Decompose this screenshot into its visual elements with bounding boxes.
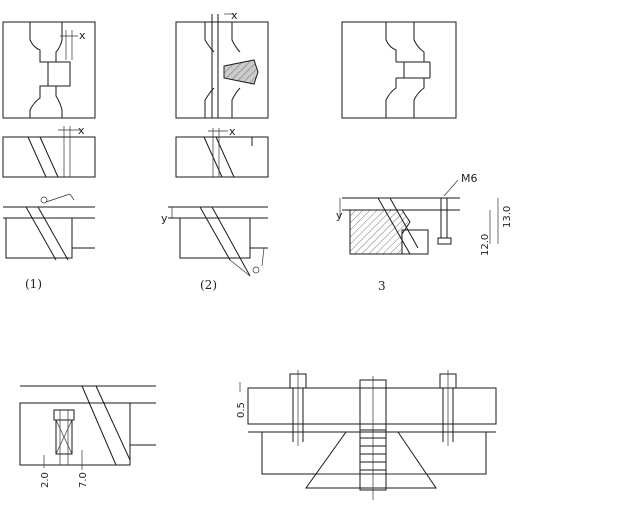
- dim-12-0: 12.0: [480, 234, 491, 256]
- dim-x-1: x: [79, 29, 86, 42]
- caption-step-3: 3: [378, 279, 386, 293]
- dim-2-0: 2.0: [40, 472, 51, 488]
- dim-0-5: 0.5: [236, 402, 247, 418]
- panel-1-bottom-view: [3, 193, 95, 261]
- dim-y-2: y: [336, 209, 343, 222]
- panel-2-middle-view: [175, 128, 269, 178]
- caption-step-1: (1): [25, 277, 42, 291]
- panel-3-top-view: [341, 21, 457, 119]
- caption-step-2: (2): [200, 278, 217, 292]
- dim-x-2: x: [78, 124, 85, 137]
- dim-thread-m6: M6: [461, 172, 478, 185]
- dim-y-1: y: [161, 212, 168, 225]
- panel-1-middle-view: [2, 126, 96, 178]
- panel-1-top-view: [2, 21, 96, 119]
- panel-3-section-view: [339, 179, 499, 255]
- dim-7-0: 7.0: [78, 472, 89, 488]
- dim-x-3: x: [231, 9, 238, 22]
- dim-13-0: 13.0: [502, 206, 513, 228]
- panel-2-top-view: [175, 13, 269, 119]
- dim-x-4: x: [229, 125, 236, 138]
- bottom-left-detail-view: [19, 385, 156, 470]
- panel-2-bottom-view: [168, 206, 268, 277]
- bottom-right-assembly-view: [239, 370, 497, 500]
